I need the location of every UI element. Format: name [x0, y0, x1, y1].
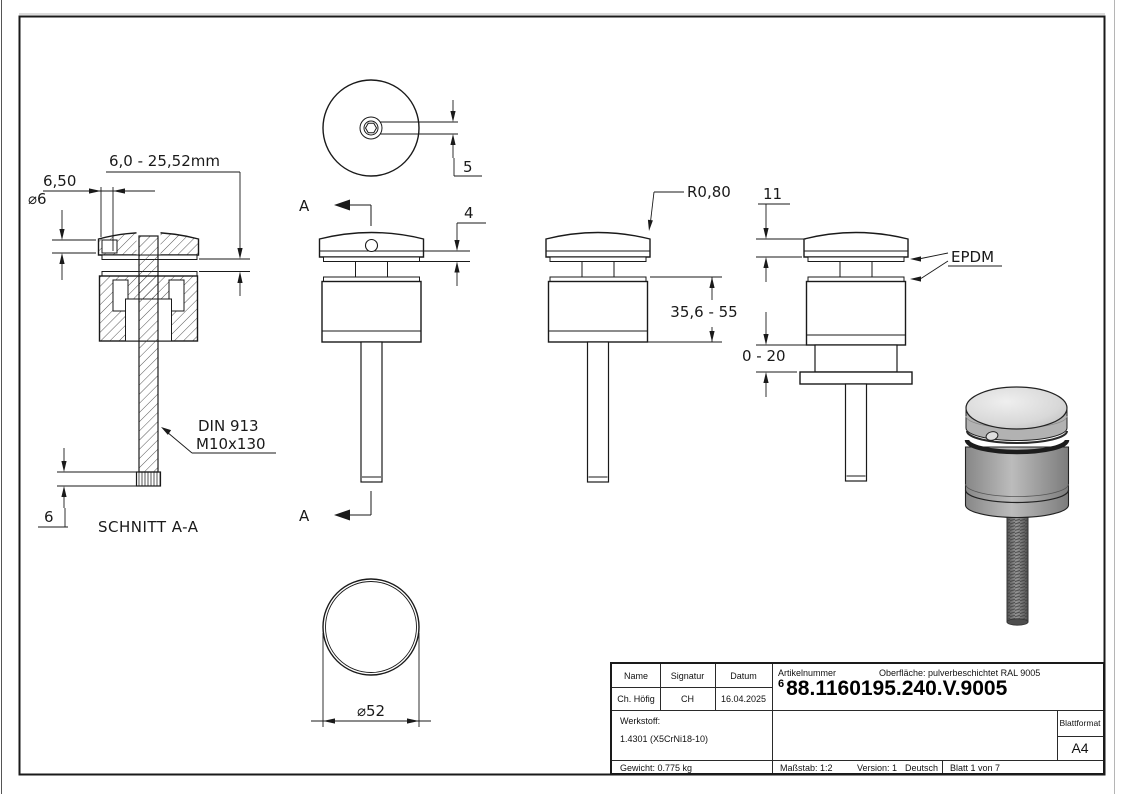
dim-hole-depth: 6,50 — [43, 172, 76, 190]
top-view-dimensions: 5 — [450, 100, 482, 177]
render-side-hole — [985, 431, 999, 441]
adjust-view — [799, 231, 913, 482]
material-value: 1.4301 (X5CrNi18-10) — [620, 734, 709, 744]
dim-gasket: 4 — [464, 204, 474, 222]
scale-label: Maßstab: 1:2 — [780, 763, 833, 773]
front-view — [318, 231, 425, 483]
section-marker-bottom: A — [299, 507, 310, 525]
gasket-label: EPDM — [951, 248, 994, 266]
front-view-dimensions: 4 — [419, 204, 486, 286]
dim-cap-height: 11 — [763, 185, 782, 203]
article-number: 688.1160195.240.V.9005 — [778, 677, 1008, 700]
section-view — [57, 231, 200, 487]
note-thread: M10x130 — [196, 435, 266, 453]
side-view — [545, 231, 651, 483]
dim-adjust-range: 0 - 20 — [742, 347, 786, 365]
value-signature: CH — [681, 694, 694, 704]
dim-slot-width: 5 — [463, 158, 473, 176]
bottom-view — [322, 578, 420, 676]
header-signature: Signatur — [670, 671, 705, 681]
render-gasket-ring — [964, 439, 1070, 455]
dim-wall: 6 — [44, 508, 54, 526]
format-label: Blattformat — [1059, 718, 1101, 728]
weight-label: Gewicht: 0.775 kg — [620, 763, 693, 773]
article-label: Artikelnummer — [778, 668, 837, 678]
bottom-view-dimensions: ⌀52 — [311, 633, 431, 727]
page-left-edge — [1, 0, 2, 794]
dim-hole-dia: ⌀6 — [28, 190, 47, 208]
section-title: SCHNITT A-A — [98, 518, 199, 536]
stud-tip — [1006, 618, 1029, 626]
note-din: DIN 913 — [198, 417, 259, 435]
render-body — [964, 446, 1070, 519]
dim-clamp-range: 6,0 - 25,52mm — [109, 152, 220, 170]
adjust-view-dimensions: 11 EPDM 0 - 20 — [742, 185, 1002, 397]
section-markers: A A — [299, 197, 372, 525]
value-name: Ch. Höfig — [617, 694, 655, 704]
article-number-sup: 6 — [778, 678, 785, 690]
surface-label: Oberfläche: pulverbeschichtet RAL 9005 — [879, 668, 1041, 678]
section-view-dimensions: 6,50 6,0 - 25,52mm ⌀6 6 DIN 913 M10x130 — [28, 152, 276, 536]
sheet-frame — [18, 15, 1106, 776]
header-date: Datum — [730, 671, 757, 681]
material-label: Werkstoff: — [620, 716, 661, 726]
page-right-edge — [1114, 0, 1115, 794]
version-label: Version: 1 — [857, 763, 898, 773]
title-block: Name Signatur Datum Ch. Höfig CH 16.04.2… — [610, 662, 1105, 775]
language-label: Deutsch — [905, 763, 939, 773]
dim-diameter: ⌀52 — [357, 702, 385, 720]
dim-body-range: 35,6 - 55 — [670, 303, 737, 321]
dim-cap-radius: R0,80 — [687, 183, 731, 201]
side-view-dimensions: R0,80 35,6 - 55 — [647, 183, 738, 343]
sheet-label: Blatt 1 von 7 — [950, 763, 1001, 773]
header-name: Name — [623, 671, 648, 681]
format-value: A4 — [1071, 740, 1089, 756]
top-view — [322, 79, 458, 177]
value-date: 16.04.2025 — [720, 694, 767, 704]
render-cap-top — [965, 386, 1068, 430]
section-marker-top: A — [299, 197, 310, 215]
render-3d — [964, 386, 1070, 626]
